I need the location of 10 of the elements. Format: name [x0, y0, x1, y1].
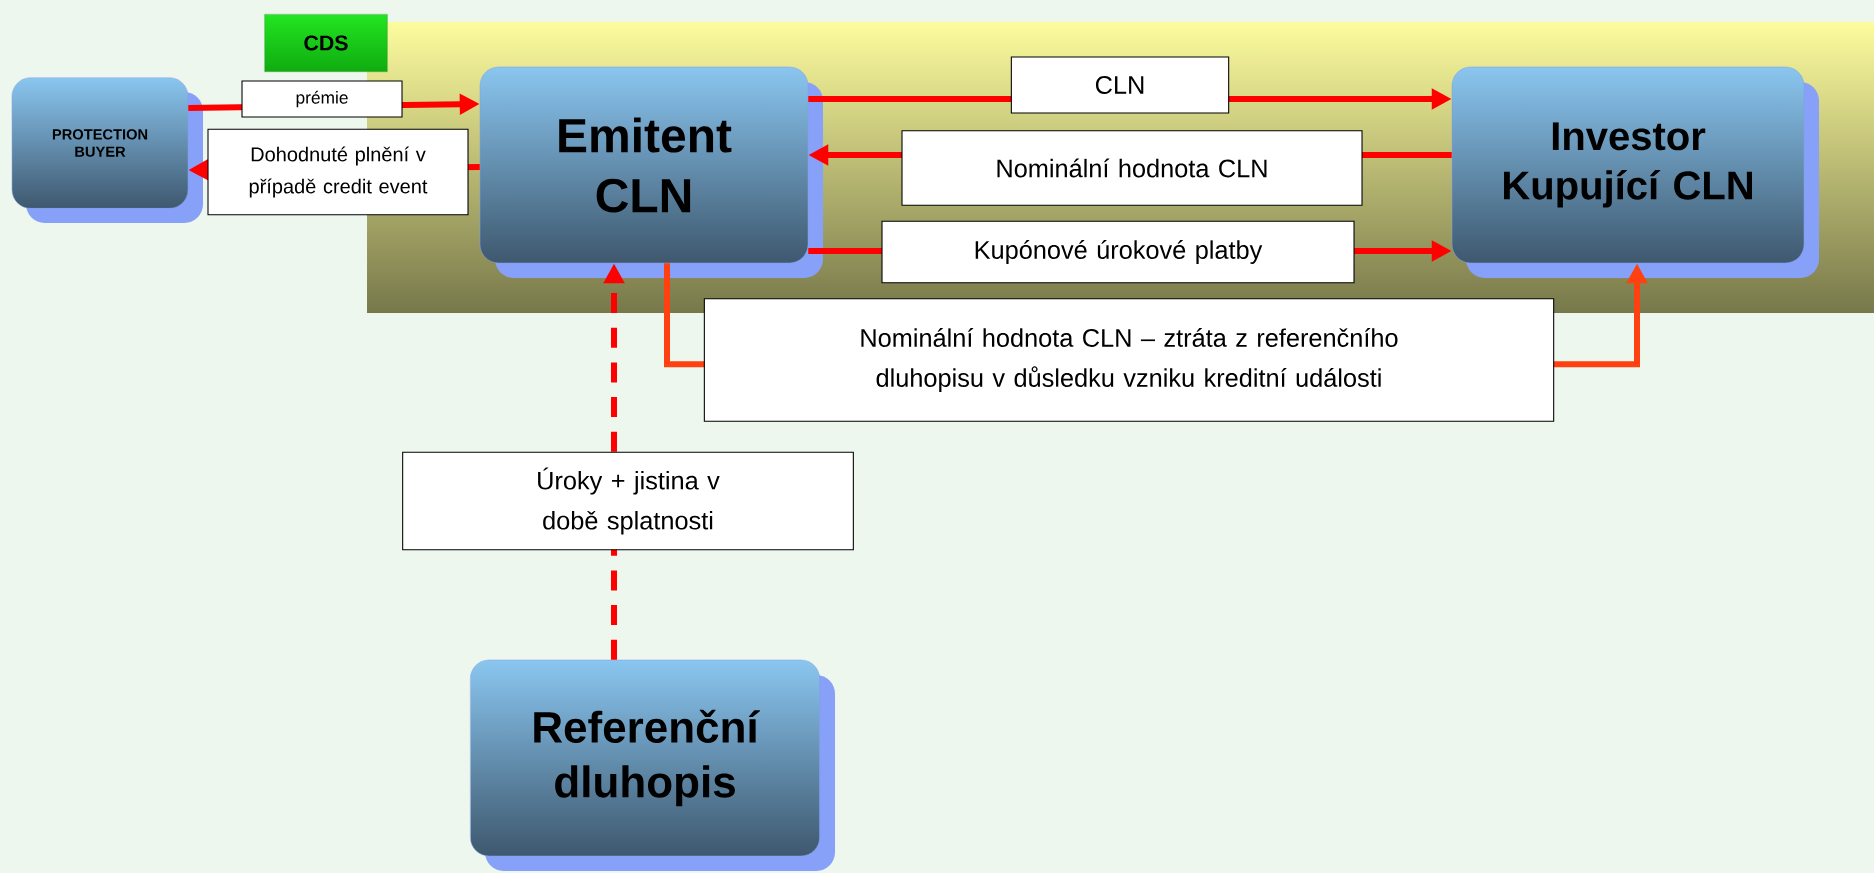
edge-label: prémie: [241, 80, 403, 118]
process-box: Emitent CLN: [479, 66, 823, 278]
process-box: Referenční dluhopis: [470, 659, 835, 871]
edge-label: Úroky + jistina v době splatnosti: [402, 451, 854, 551]
process-box: Investor Kupující CLN: [1451, 66, 1819, 278]
tag-box: CDS: [264, 14, 388, 72]
process-box: PROTECTION BUYER: [11, 77, 203, 223]
edge-label: Nominální hodnota CLN: [901, 130, 1363, 206]
edge-label: CLN: [1010, 56, 1230, 114]
edge-label: Dohodnuté plnění v případě credit event: [207, 128, 469, 216]
